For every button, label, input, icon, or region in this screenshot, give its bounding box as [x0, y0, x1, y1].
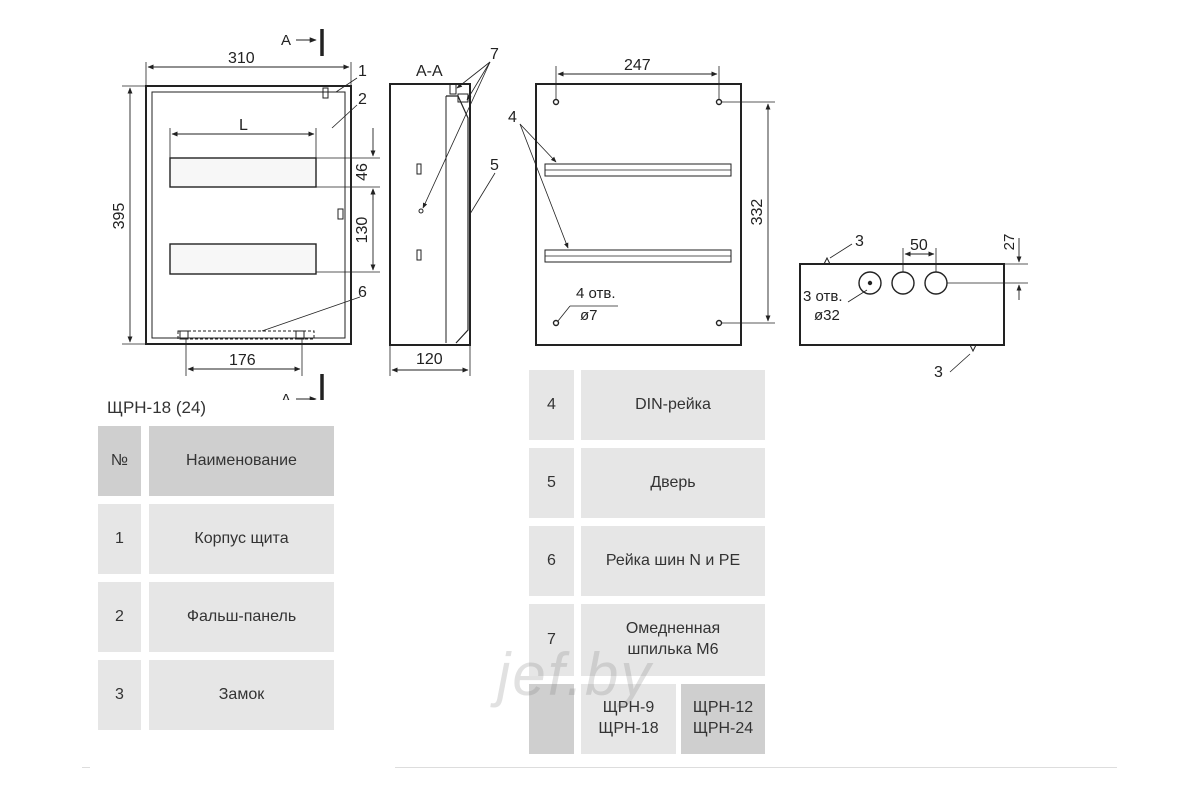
section-title: А-А	[416, 63, 443, 80]
holes-count: 4 отв.	[576, 285, 616, 302]
din-window-top	[169, 157, 317, 188]
table-row-num: 6	[529, 526, 574, 596]
table-header-name: Наименование	[149, 426, 334, 496]
front-view	[122, 29, 380, 400]
din-window-bottom	[169, 243, 317, 275]
table-row-num: 7	[529, 604, 574, 676]
variants-col-1: ЩРН-9 ЩРН-18	[581, 684, 676, 754]
table-row-name: Рейка шин N и PE	[581, 526, 765, 596]
footer-divider	[395, 767, 1117, 768]
dim-width: 310	[228, 50, 255, 67]
table-row-num: 5	[529, 448, 574, 518]
back-view	[519, 66, 775, 346]
table-row-num: 2	[98, 582, 141, 652]
bottom-view	[799, 238, 1028, 373]
table-header-num: №	[98, 426, 141, 496]
dim-din-length: L	[239, 117, 248, 134]
front-view-labels: А А 310 395 L 46 130 176 1 2 6	[111, 32, 371, 400]
knockouts-count: 3 отв.	[803, 288, 843, 305]
back-view-labels: 247 332 4 4 отв. ø7	[508, 57, 766, 324]
callout-4: 4	[508, 109, 517, 126]
table-row-name: Омедненная шпилька М6	[581, 604, 765, 676]
variants-col-2: ЩРН-12 ЩРН-24	[681, 684, 765, 754]
dim-hole-vertical: 332	[749, 199, 766, 226]
table-row-num: 1	[98, 504, 141, 574]
dim-rail-pitch: 130	[354, 217, 371, 244]
footer-divider-left	[82, 767, 90, 768]
model-label: ЩРН-18 (24)	[107, 398, 207, 417]
dim-depth: 120	[416, 351, 443, 368]
table-row-name: Фальш-панель	[149, 582, 334, 652]
side-view	[389, 61, 496, 376]
section-mark-bottom: А	[281, 391, 291, 400]
table-row-num: 3	[98, 660, 141, 730]
side-view-labels: А-А 120 7 5	[416, 46, 499, 368]
callout-3-bottom: 3	[934, 364, 943, 381]
table-row-num: 4	[529, 370, 574, 440]
callout-2: 2	[358, 91, 367, 108]
dim-busbar: 176	[229, 352, 256, 369]
dim-hole-spacing: 247	[624, 57, 651, 74]
callout-5: 5	[490, 157, 499, 174]
table-row-name: Корпус щита	[149, 504, 334, 574]
callout-3-top: 3	[855, 233, 864, 250]
dim-knockout-offset: 27	[1001, 234, 1018, 251]
busbar	[177, 330, 315, 340]
bottom-view-labels: 3 3 50 27 3 отв. ø32	[803, 233, 1018, 381]
dim-rail-height: 46	[354, 163, 371, 181]
technical-drawing: А А 310 395 L 46 130 176 1 2 6 А-А 120 7	[111, 29, 1028, 400]
section-mark-top: А	[281, 32, 291, 49]
table-row-name: Замок	[149, 660, 334, 730]
dim-knockout-spacing: 50	[910, 237, 928, 254]
table-row-name: DIN-рейка	[581, 370, 765, 440]
holes-diameter: ø7	[580, 307, 598, 324]
knockouts-diameter: ø32	[814, 307, 840, 324]
callout-1: 1	[358, 63, 367, 80]
callout-6: 6	[358, 284, 367, 301]
table-row-name: Дверь	[581, 448, 765, 518]
callout-7: 7	[490, 46, 499, 63]
dim-height: 395	[111, 203, 128, 230]
variants-blank-cell	[529, 684, 574, 754]
